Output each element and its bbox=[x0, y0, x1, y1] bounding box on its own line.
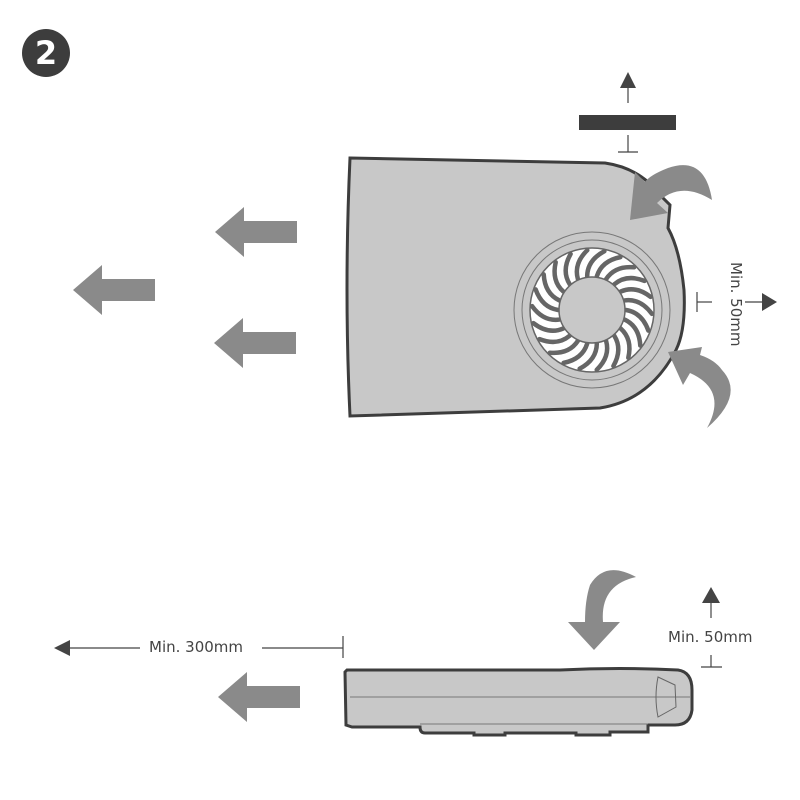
top-view-device bbox=[345, 156, 686, 418]
step-number-badge: 2 bbox=[22, 29, 70, 77]
exhaust-arrow-icon bbox=[215, 207, 297, 257]
intake-arrow-icon bbox=[668, 347, 731, 428]
side-view-device bbox=[343, 667, 694, 737]
fan-blade bbox=[618, 326, 632, 361]
fan-blade bbox=[533, 287, 561, 313]
clearance-wall-top bbox=[579, 115, 676, 130]
clearance-marker-side-top bbox=[701, 603, 722, 668]
fan-blade bbox=[547, 338, 581, 356]
fan-blade bbox=[623, 307, 651, 333]
fan-blade bbox=[531, 320, 566, 333]
fan-blade bbox=[611, 333, 621, 369]
fan-blade bbox=[622, 317, 643, 348]
fan-blade bbox=[603, 264, 637, 282]
clearance-marker-top bbox=[618, 88, 638, 153]
fan-blade bbox=[594, 254, 623, 279]
exhaust-arrow-icon bbox=[214, 318, 296, 368]
fan-blade bbox=[552, 259, 566, 294]
top-clearance-label: Min. 50mm bbox=[668, 628, 753, 646]
fan-blade bbox=[541, 272, 562, 303]
fan-blade bbox=[574, 247, 590, 282]
exhaust-arrow-icon bbox=[218, 672, 300, 722]
fan-blade bbox=[577, 341, 600, 371]
fan-blade bbox=[537, 333, 572, 345]
fan-icon bbox=[513, 231, 671, 389]
fan-blade bbox=[594, 338, 610, 373]
rear-clearance-label: Min. 300mm bbox=[149, 638, 244, 656]
fan-blade bbox=[561, 341, 590, 366]
arrow-up-icon bbox=[702, 587, 720, 603]
fan-blade bbox=[612, 275, 647, 287]
exhaust-arrow-icon bbox=[73, 265, 155, 315]
fan-blade bbox=[584, 249, 607, 279]
fan-blade bbox=[622, 297, 655, 317]
arrow-left-icon bbox=[54, 640, 70, 656]
side-clearance-label: Min. 50mm bbox=[727, 262, 745, 347]
fan-blade bbox=[618, 287, 653, 300]
intake-arrow-icon bbox=[568, 570, 636, 650]
fan-blade bbox=[529, 303, 562, 323]
clearance-marker-right bbox=[696, 292, 762, 312]
fan-blade bbox=[563, 251, 573, 287]
arrow-up-icon bbox=[620, 72, 636, 88]
intake-arrow-icon bbox=[630, 165, 712, 220]
clearance-marker-rear bbox=[70, 636, 344, 658]
arrow-right-icon bbox=[762, 293, 777, 311]
